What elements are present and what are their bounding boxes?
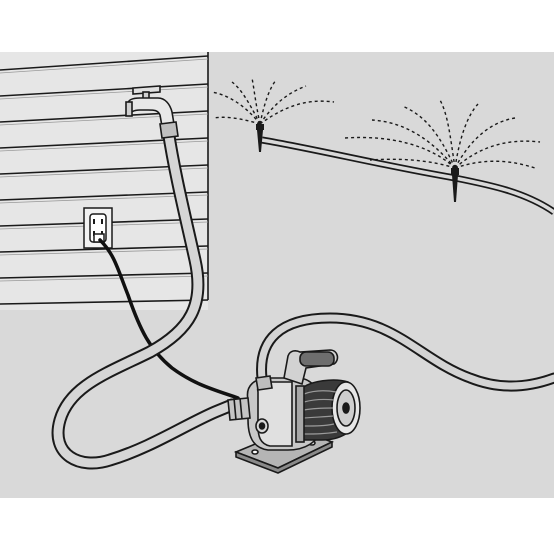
sprinkler-left-sprinkler-icon (211, 77, 335, 152)
transfer-pump-water-pump-icon (227, 349, 361, 474)
sprinkler-supply-line (261, 136, 554, 215)
sprinkler-right-sprinkler-icon (344, 99, 541, 202)
outlet-hose-garden-hose-icon (256, 312, 554, 392)
wall-outlet-electrical-outlet-icon (83, 207, 113, 249)
inlet-hose-garden-hose-icon (51, 123, 239, 470)
outdoor-faucet-faucet-icon (125, 85, 179, 139)
power-cord-icon (98, 238, 240, 400)
